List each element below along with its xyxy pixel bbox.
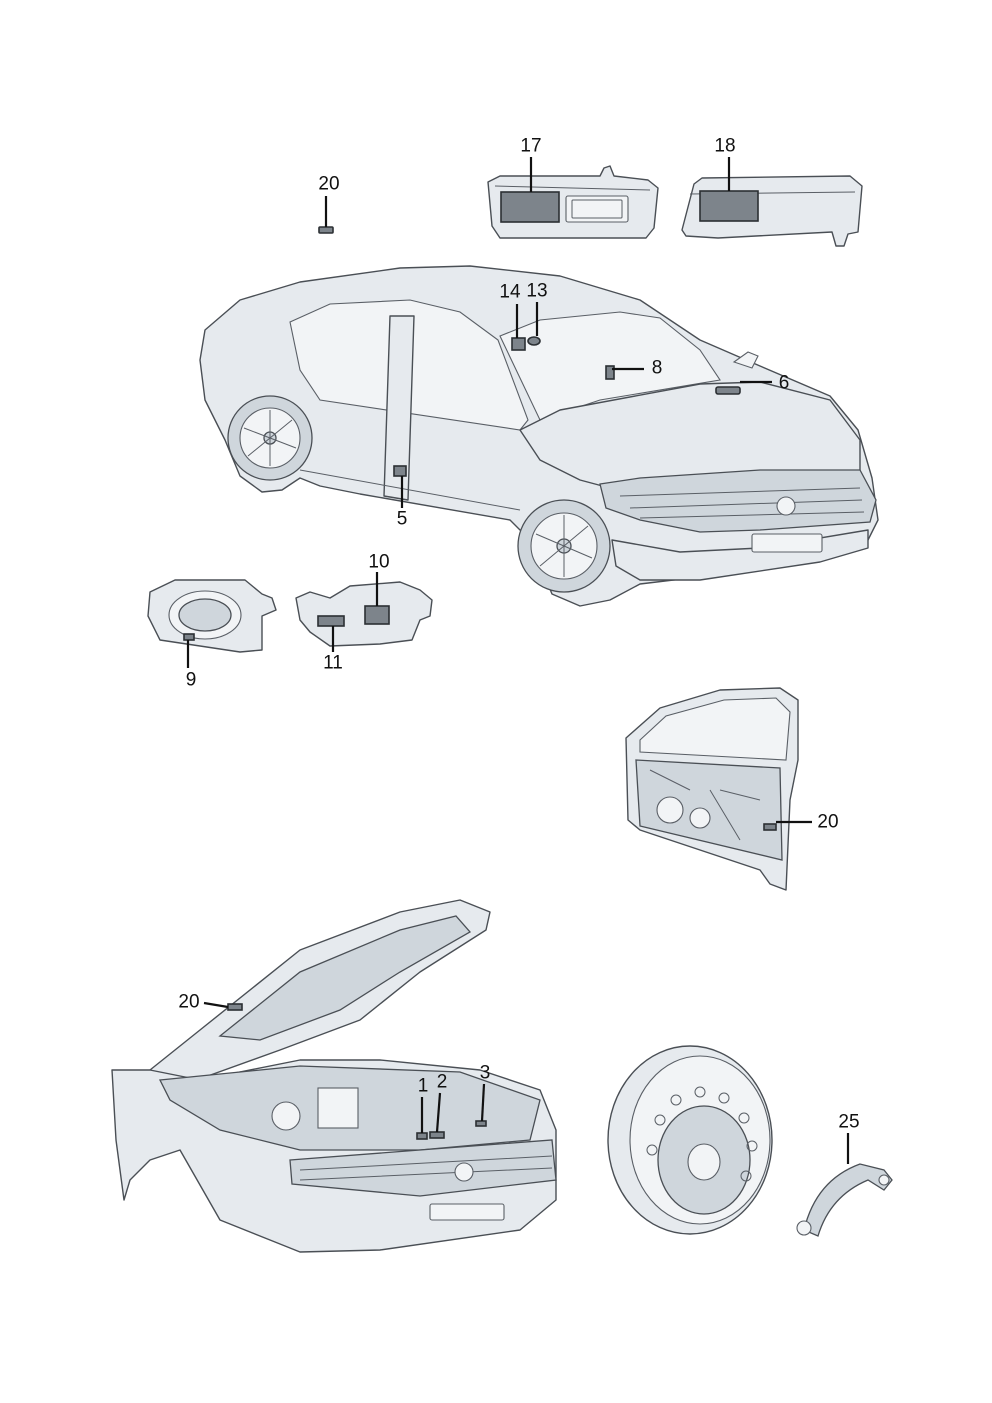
bracket xyxy=(796,1163,893,1237)
label-patch-5 xyxy=(393,465,407,477)
callout-20-hood: 20 xyxy=(178,991,200,1013)
callout-14: 14 xyxy=(499,281,521,303)
spare-wheel xyxy=(607,1045,773,1235)
callout-3: 3 xyxy=(479,1062,491,1084)
callout-20-door: 20 xyxy=(817,811,839,833)
callout-2: 2 xyxy=(436,1071,448,1093)
fuel-filler-housing xyxy=(147,579,277,653)
front-end-open-hood xyxy=(111,899,557,1253)
callout-9: 9 xyxy=(185,669,197,691)
callout-10: 10 xyxy=(368,551,390,573)
sun-visor-right xyxy=(681,175,863,247)
callout-17: 17 xyxy=(520,135,542,157)
sedan-car xyxy=(199,265,879,607)
callout-18: 18 xyxy=(714,135,736,157)
callout-25: 25 xyxy=(838,1111,860,1133)
label-patch-13 xyxy=(527,336,541,346)
front-door xyxy=(625,687,799,891)
callout-5: 5 xyxy=(396,508,408,530)
label-patch-14 xyxy=(511,337,526,351)
small-label-part xyxy=(318,226,334,234)
callout-6: 6 xyxy=(778,372,790,394)
leader-lines xyxy=(186,157,850,1164)
label-patch-8 xyxy=(605,365,615,380)
callout-20-small-label: 20 xyxy=(318,173,340,195)
callout-11: 11 xyxy=(323,652,343,674)
fuel-flap xyxy=(295,581,433,647)
label-patch-6 xyxy=(715,386,741,395)
callout-8: 8 xyxy=(651,357,663,379)
callout-13: 13 xyxy=(526,280,548,302)
sun-visor-left xyxy=(487,165,659,239)
callout-1: 1 xyxy=(417,1075,429,1097)
